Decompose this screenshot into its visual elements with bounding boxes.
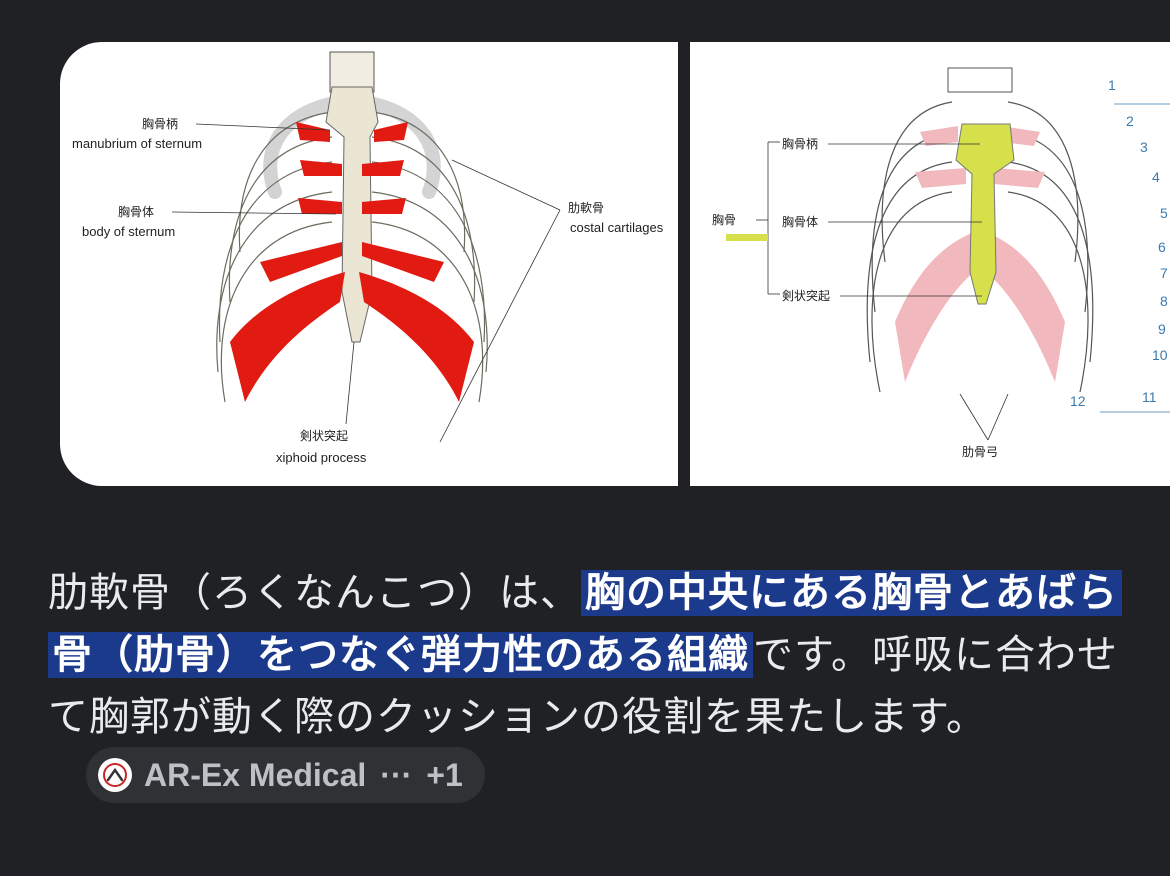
- rib-cage-diagram-2: 胸骨 胸骨柄 胸骨体 剣状突起 肋骨弓 1 2 3 4 5 6 7 8 9 10…: [712, 67, 1170, 459]
- rib-number-9: 9: [1158, 321, 1166, 337]
- rib-number-8: 8: [1160, 293, 1168, 309]
- label-sternum: 胸骨: [712, 212, 736, 227]
- rib-number-7: 7: [1160, 265, 1168, 281]
- rib-number-5: 5: [1160, 205, 1168, 221]
- rib-number-2: 2: [1126, 113, 1134, 129]
- rib-cage-image-1[interactable]: 胸骨柄 manubrium of sternum 胸骨体 body of ste…: [60, 42, 678, 486]
- image-carousel: 胸骨柄 manubrium of sternum 胸骨体 body of ste…: [60, 42, 1170, 486]
- rib-number-1: 1: [1108, 77, 1116, 93]
- rib-number-3: 3: [1140, 139, 1148, 155]
- label-xiphoid: 剣状突起: [782, 288, 830, 303]
- rib-cage-diagram-1: 胸骨柄 manubrium of sternum 胸骨体 body of ste…: [72, 51, 664, 465]
- label-body-en: body of sternum: [82, 224, 175, 239]
- label-body: 胸骨体: [782, 214, 818, 229]
- label-costal-arch: 肋骨弓: [962, 444, 998, 459]
- rib-number-12: 12: [1070, 393, 1086, 409]
- label-manubrium-jp: 胸骨柄: [142, 116, 178, 131]
- label-manubrium-en: manubrium of sternum: [72, 136, 202, 151]
- source-more-dots: ···: [380, 757, 413, 793]
- rib-number-6: 6: [1158, 239, 1166, 255]
- label-costal-jp: 肋軟骨: [568, 200, 604, 215]
- rib-number-4: 4: [1152, 169, 1160, 185]
- label-body-jp: 胸骨体: [118, 204, 154, 219]
- rib-number-11: 11: [1142, 389, 1157, 405]
- source-extra-count: +1: [426, 757, 463, 793]
- source-name: AR-Ex Medical: [144, 757, 367, 793]
- answer-text-before: 肋軟骨（ろくなんこつ）は、: [48, 570, 581, 616]
- answer-text-after: です。呼吸に合わせて胸郭が動く際のクッションの役割を果たします。: [48, 632, 1118, 740]
- ar-ex-logo-icon: [98, 758, 132, 792]
- label-costal-en: costal cartilages: [570, 220, 664, 235]
- rib-cage-image-2[interactable]: 胸骨 胸骨柄 胸骨体 剣状突起 肋骨弓 1 2 3 4 5 6 7 8 9 10…: [690, 42, 1170, 486]
- source-chip[interactable]: AR-Ex Medical ··· +1: [86, 747, 485, 803]
- label-xiphoid-en: xiphoid process: [276, 450, 367, 465]
- label-manubrium: 胸骨柄: [782, 136, 818, 151]
- rib-number-10: 10: [1152, 347, 1168, 363]
- label-xiphoid-jp: 剣状突起: [300, 428, 348, 443]
- answer-paragraph: 肋軟骨（ろくなんこつ）は、胸の中央にある胸骨とあばら骨（肋骨）をつなぐ弾力性のあ…: [48, 562, 1128, 810]
